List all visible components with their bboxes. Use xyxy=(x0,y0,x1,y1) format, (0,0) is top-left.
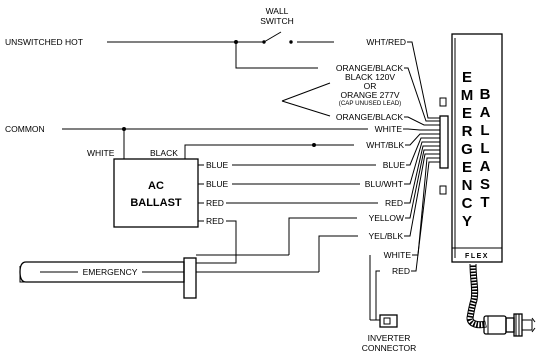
common-label: COMMON xyxy=(5,124,45,134)
module-letter-e2: E xyxy=(462,105,472,122)
wall-switch-label-line1: WALL xyxy=(266,6,289,16)
wires xyxy=(19,31,440,321)
module-letter-y: Y xyxy=(462,213,472,230)
white-label: WHITE xyxy=(87,148,115,158)
lead-white-inverter: WHITE xyxy=(384,250,412,260)
module-letter-a2: A xyxy=(480,158,491,175)
lead-wht-red: WHT/RED xyxy=(366,37,406,47)
wall-switch-label-line2: SWITCH xyxy=(260,16,294,26)
inverter-connector: INVERTER CONNECTOR xyxy=(362,314,417,353)
lead-white: WHITE xyxy=(375,124,403,134)
module-letter-e1: E xyxy=(462,69,472,86)
module-letter-s: S xyxy=(480,176,490,193)
module-footer-flex: FLEX xyxy=(465,253,489,260)
flex-conduit xyxy=(466,263,487,329)
labels: UNSWITCHED HOT COMMON WHITE BLACK WALL S… xyxy=(5,6,411,276)
emergency-ballast-module: E M E R G E N C Y B A L L A S T FLEX xyxy=(439,33,503,263)
ac-ballast-box xyxy=(113,158,199,228)
lead-orange-black-2: ORANGE/BLACK xyxy=(336,112,403,122)
lead-blue: BLUE xyxy=(383,160,406,170)
module-letter-l2: L xyxy=(480,140,489,157)
unswitched-hot-label: UNSWITCHED HOT xyxy=(5,37,83,47)
ac-ballast-lead-blue-2: BLUE xyxy=(206,179,229,189)
module-letter-n: N xyxy=(462,177,473,194)
emergency-lamp-label: EMERGENCY xyxy=(83,267,138,277)
lead-yel-blk: YEL/BLK xyxy=(369,231,404,241)
lead-red-inverter: RED xyxy=(392,266,410,276)
module-connector-strip xyxy=(439,115,449,169)
black-label: BLACK xyxy=(150,148,178,158)
power-option-orange: ORANGE 277V xyxy=(340,90,399,100)
lead-blu-wht: BLU/WHT xyxy=(365,179,403,189)
module-letter-b: B xyxy=(480,86,491,103)
module-letter-a1: A xyxy=(480,104,491,121)
ac-ballast-title-line2: BALLAST xyxy=(130,197,182,209)
lead-wht-blk: WHT/BLK xyxy=(366,140,404,150)
inverter-connector-plug xyxy=(379,314,398,328)
ac-ballast-lead-red-1: RED xyxy=(206,198,224,208)
module-letter-t: T xyxy=(480,194,489,211)
power-option-black: BLACK 120V xyxy=(345,72,395,82)
emergency-lamp: EMERGENCY xyxy=(19,257,197,299)
ac-ballast-title-line1: AC xyxy=(148,180,164,192)
lead-orange-black-1: ORANGE/BLACK xyxy=(336,63,403,73)
power-option-cap-note: (CAP UNUSED LEAD) xyxy=(339,100,401,107)
ac-ballast-lead-blue-1: BLUE xyxy=(206,160,229,170)
lead-yellow: YELLOW xyxy=(369,213,404,223)
ac-ballast-lead-red-2: RED xyxy=(206,216,224,226)
module-letter-c: C xyxy=(462,195,473,212)
module-letter-e3: E xyxy=(462,159,472,176)
ac-ballast: AC BALLAST xyxy=(113,158,204,228)
inverter-connector-label-line2: CONNECTOR xyxy=(362,343,417,353)
inverter-connector-label-line1: INVERTER xyxy=(368,333,411,343)
module-letter-m: M xyxy=(461,87,474,104)
module-letter-g: G xyxy=(461,141,473,158)
module-letter-r: R xyxy=(462,123,473,140)
module-body xyxy=(451,33,503,263)
power-option-or: OR xyxy=(364,81,377,91)
conduit-fitting xyxy=(483,313,536,337)
lead-red: RED xyxy=(385,198,403,208)
module-letter-l1: L xyxy=(480,122,489,139)
lamp-end-cap xyxy=(183,257,197,299)
